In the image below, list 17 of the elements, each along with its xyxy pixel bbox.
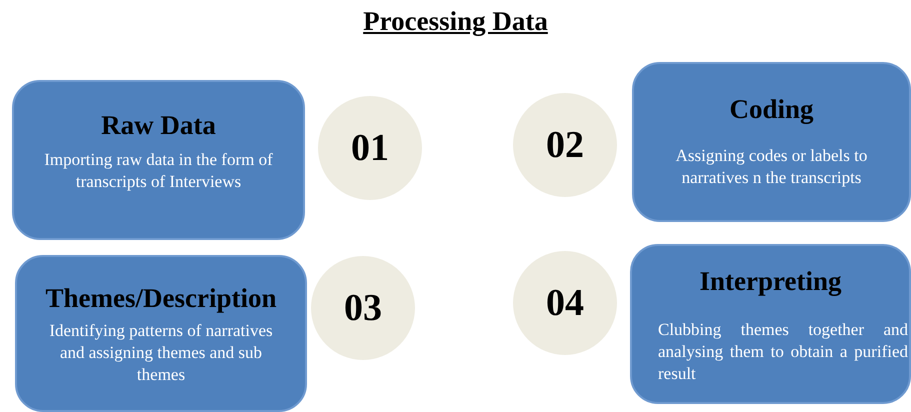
card-heading: Coding	[728, 94, 815, 125]
step-number: 03	[344, 286, 382, 330]
title: Processing Data	[362, 6, 549, 37]
step-number: 04	[546, 281, 584, 325]
process-card	[630, 244, 911, 404]
step-number: 02	[546, 123, 584, 167]
process-card	[12, 80, 305, 240]
card-heading: Themes/Description	[44, 283, 278, 314]
card-description: Assigning codes or labels to narratives n the transcripts	[674, 145, 868, 190]
process-card	[632, 62, 911, 222]
card-description: Importing raw data in the form of transcripts of Interviews	[43, 149, 274, 194]
process-card	[15, 255, 307, 412]
card-description: Clubbing themes together and analysing them to obtain a purified result	[658, 319, 908, 386]
card-heading: Interpreting	[698, 266, 842, 297]
card-heading: Raw Data	[100, 110, 217, 141]
card-description: Identifying patterns of narratives and assigning themes and sub themes	[48, 320, 274, 386]
step-number: 01	[351, 126, 389, 170]
